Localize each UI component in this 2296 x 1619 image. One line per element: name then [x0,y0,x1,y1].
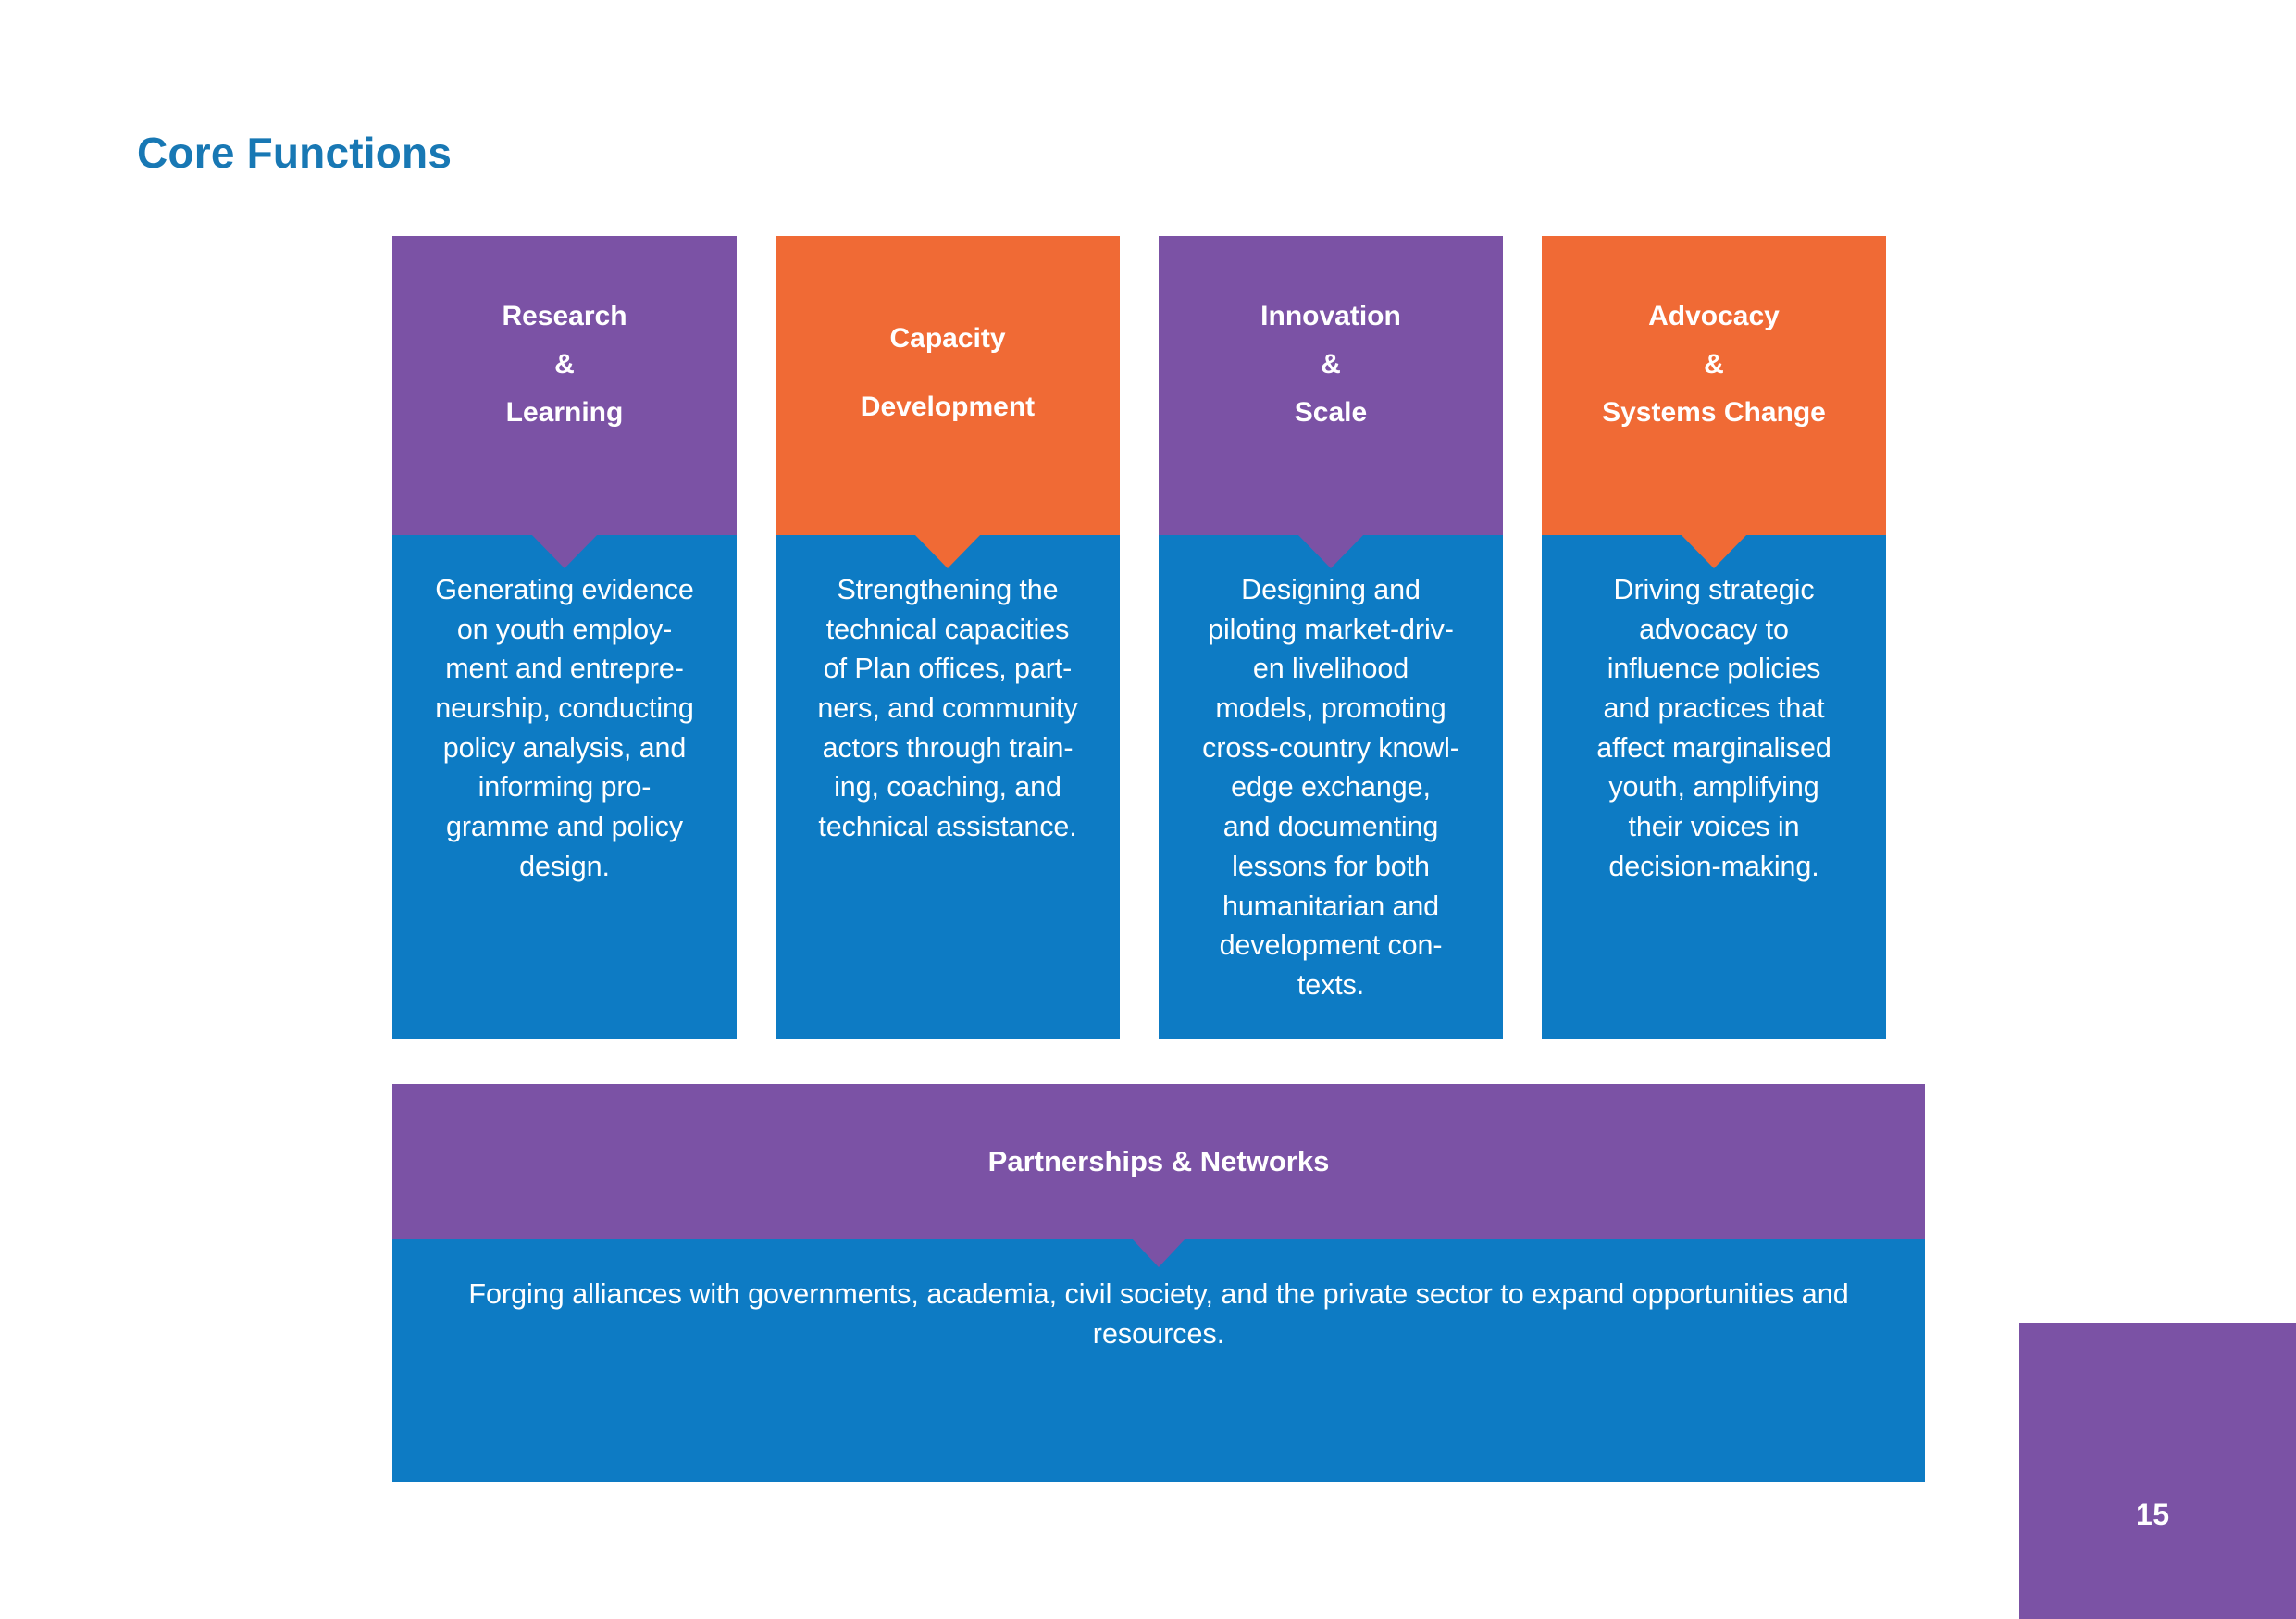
card-body-text: Strengthening the technical capacities o… [817,574,1078,843]
column-research-learning: Research & Learning Generating evidence … [392,236,776,1039]
card-body-capacity-development: Strengthening the technical capacities o… [776,535,1120,1039]
card-advocacy-systems-change[interactable]: Advocacy & Systems Change Driving strate… [1542,236,1886,1039]
card-body-text: Driving strategic advocacy to influence … [1596,574,1831,882]
card-body-innovation-scale: Designing and piloting market-driv- en l… [1159,535,1503,1039]
header-line: Systems Change [1602,397,1826,428]
header-line: Advocacy [1648,301,1780,331]
card-header-innovation-scale: Innovation & Scale [1159,236,1503,568]
header-line: Learning [505,397,624,428]
card-body-text: Designing and piloting market-driv- en l… [1202,574,1459,1001]
card-body-text: Forging alliances with governments, acad… [468,1278,1849,1350]
header-line: & [1704,349,1724,380]
card-capacity-development[interactable]: Capacity Development Strengthening the t… [776,236,1120,1039]
card-header-research-learning: Research & Learning [392,236,737,568]
down-arrow-icon [1131,1238,1186,1267]
down-arrow-icon [1297,533,1365,568]
card-body-text: Generating evidence on youth employ- men… [435,574,694,882]
card-body-partnerships-networks: Forging alliances with governments, acad… [392,1239,1925,1353]
down-arrow-icon [1680,533,1748,568]
page-number: 15 [2136,1498,2170,1531]
card-research-learning[interactable]: Research & Learning Generating evidence … [392,236,737,1039]
down-arrow-icon [913,533,982,568]
card-header-capacity-development: Capacity Development [776,236,1120,568]
column-innovation-scale: Innovation & Scale Designing and pilotin… [1159,236,1542,1039]
corner-decoration [2019,1323,2296,1619]
column-advocacy-systems-change: Advocacy & Systems Change Driving strate… [1542,236,1925,1039]
header-line: & [554,349,575,380]
header-line: Research [502,301,627,331]
card-body-advocacy-systems-change: Driving strategic advocacy to influence … [1542,535,1886,1039]
card-innovation-scale[interactable]: Innovation & Scale Designing and pilotin… [1159,236,1503,1039]
header-line: Capacity [889,323,1006,354]
header-line: Development [860,392,1036,422]
column-capacity-development: Capacity Development Strengthening the t… [776,236,1159,1039]
page-title: Core Functions [137,129,453,177]
card-header-partnerships-networks: Partnerships & Networks [392,1084,1925,1267]
card-header-advocacy-systems-change: Advocacy & Systems Change [1542,236,1886,568]
header-line: Scale [1294,397,1368,428]
card-header-title: Partnerships & Networks [987,1145,1330,1177]
header-line: Innovation [1260,301,1401,331]
core-functions-columns: Research & Learning Generating evidence … [392,236,1925,1039]
card-body-research-learning: Generating evidence on youth employ- men… [392,535,737,1039]
header-line: & [1321,349,1341,380]
card-partnerships-networks[interactable]: Partnerships & Networks Forging alliance… [392,1084,1925,1482]
down-arrow-icon [530,533,599,568]
